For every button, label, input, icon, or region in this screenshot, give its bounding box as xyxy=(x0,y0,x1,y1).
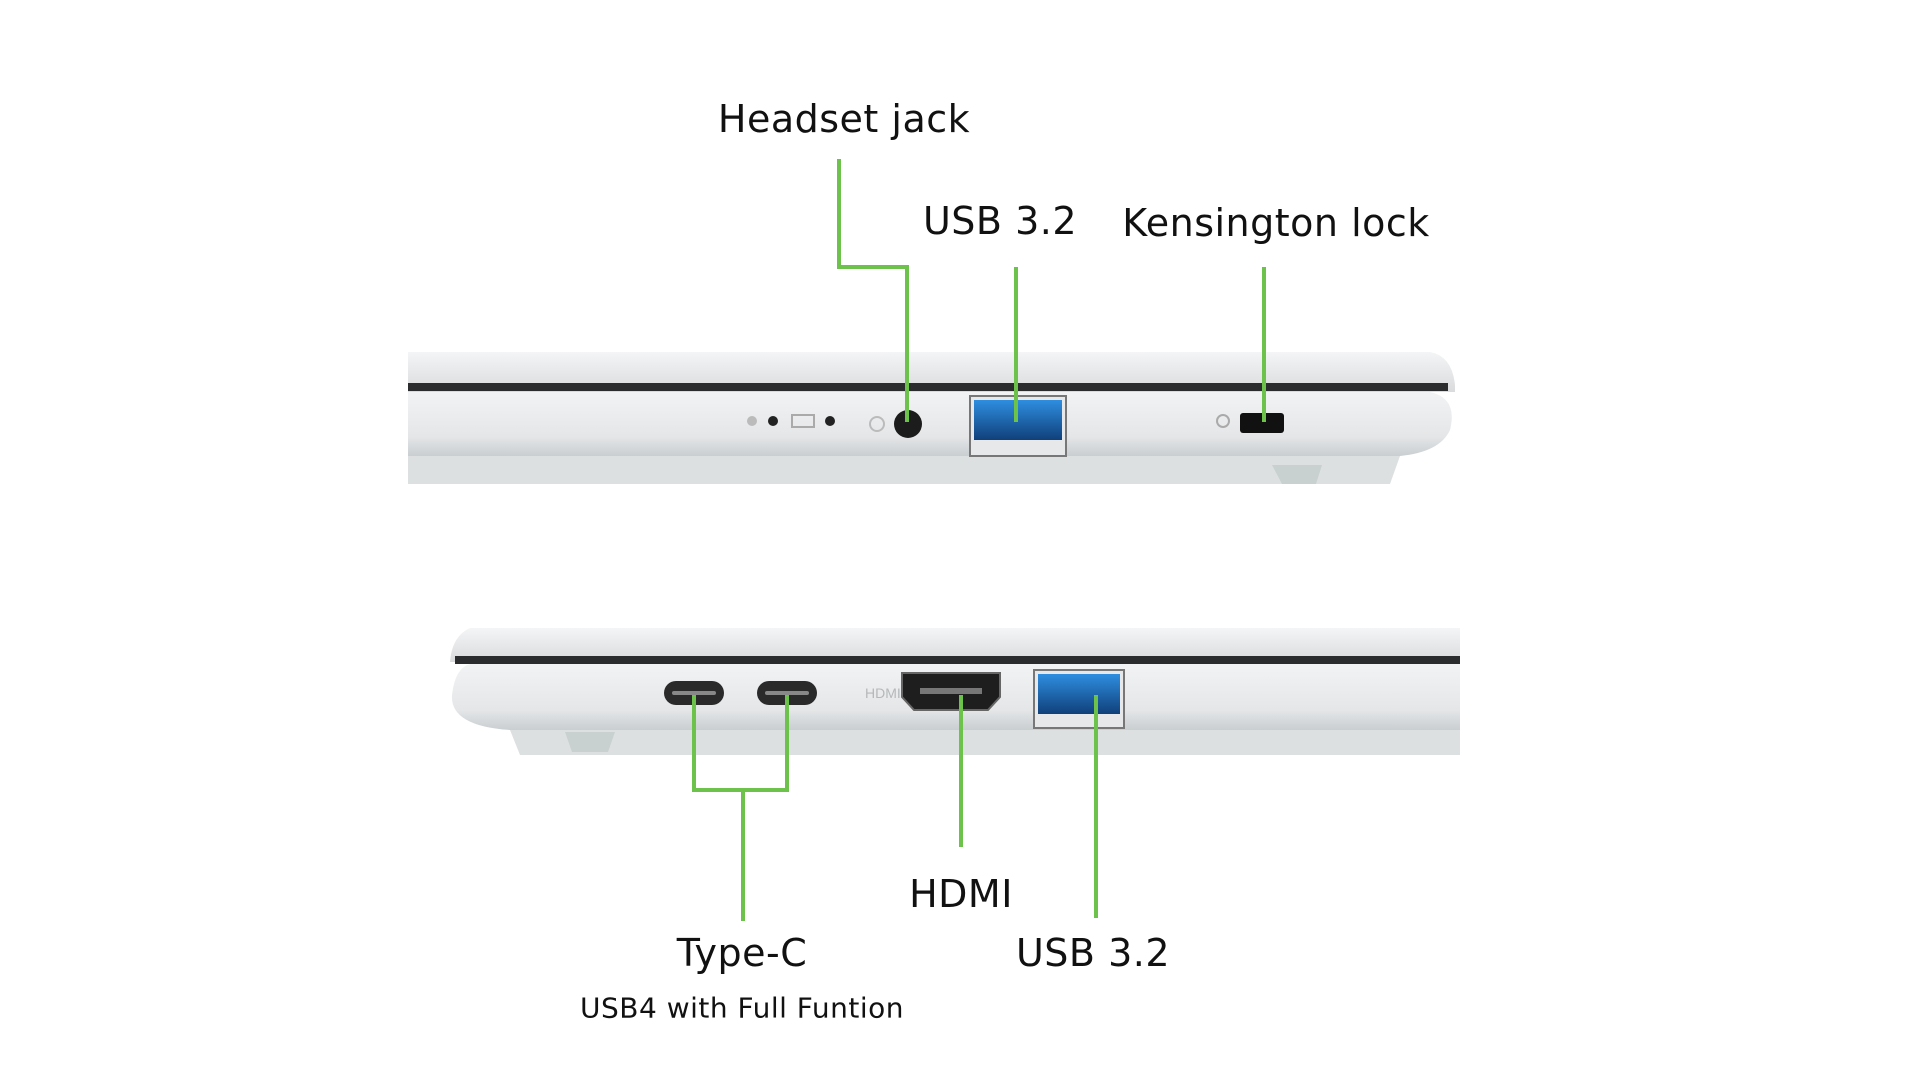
usb-port-bottom xyxy=(1033,669,1125,729)
type-c-port-1 xyxy=(664,681,724,705)
kensington-lock-slot xyxy=(1216,413,1284,433)
label-usb-top: USB 3.2 xyxy=(922,199,1078,243)
hdmi-port xyxy=(901,672,1001,711)
callout-headset xyxy=(837,159,909,422)
label-kensington-lock: Kensington lock xyxy=(1122,201,1430,245)
callout-lines xyxy=(692,159,1266,921)
label-type-c: Type-C xyxy=(676,931,808,975)
label-hdmi: HDMI xyxy=(909,872,1013,916)
hdmi-marking: HDMI xyxy=(865,685,901,701)
laptop-left-side xyxy=(450,628,1460,755)
label-headset-jack: Headset jack xyxy=(717,97,971,141)
laptop-right-side xyxy=(408,352,1455,484)
type-c-port-2 xyxy=(757,681,817,705)
headset-jack-port xyxy=(869,410,922,438)
label-type-c-subtitle: USB4 with Full Funtion xyxy=(580,991,904,1025)
callout-type-c xyxy=(692,695,789,792)
power-led-icon xyxy=(747,416,778,426)
label-usb-bottom: USB 3.2 xyxy=(1015,931,1171,975)
battery-led-icon xyxy=(791,414,835,428)
